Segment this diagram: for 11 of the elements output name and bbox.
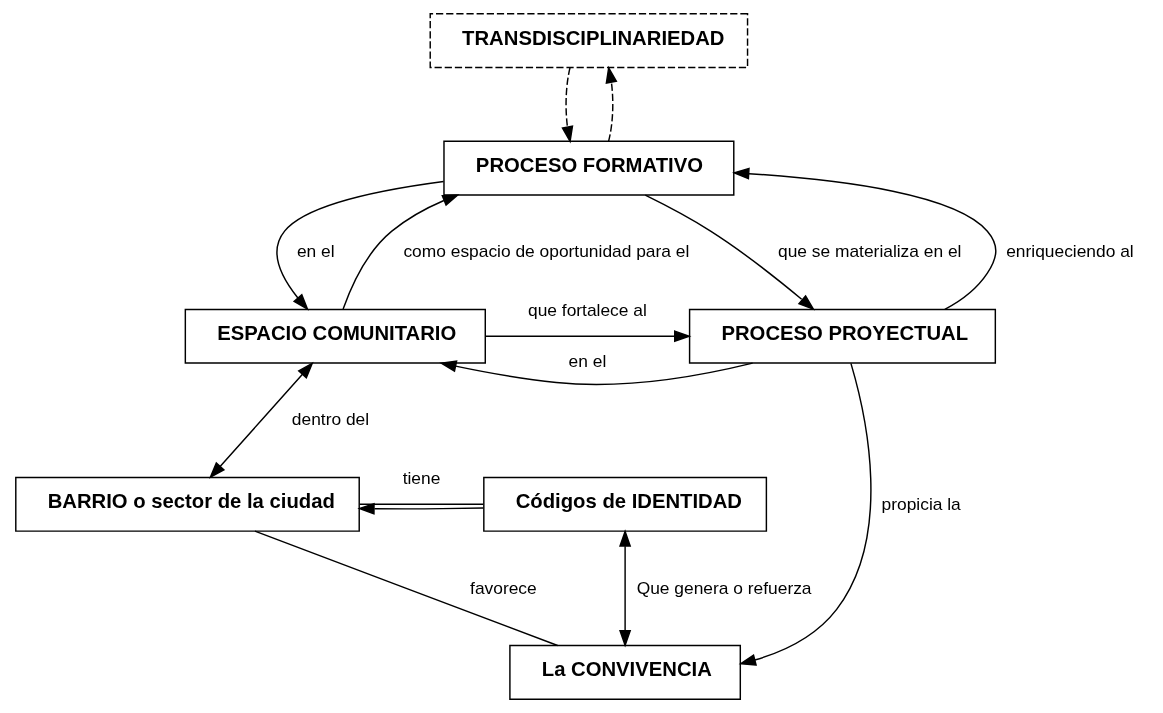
edge-label: en el — [568, 350, 606, 371]
edge-label: propicia la — [881, 493, 961, 514]
edge-label: tiene — [402, 468, 440, 489]
edge-label: que se materializa en el — [777, 241, 961, 262]
edge-label: en el — [296, 241, 335, 262]
edge-label: que fortalece al — [527, 300, 647, 321]
edge-label: favorece — [469, 577, 537, 598]
edge-label: como espacio de oportunidad para el — [402, 241, 689, 262]
edge-label: enriqueciendo al — [1005, 241, 1134, 262]
edge-label: dentro del — [291, 409, 369, 430]
edge-label: Que genera o refuerza — [636, 577, 812, 598]
